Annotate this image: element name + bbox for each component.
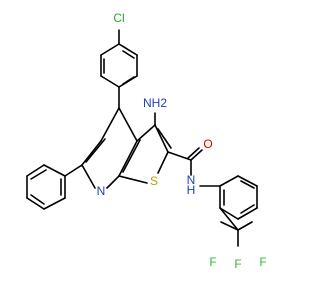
amide-n-label: N (187, 173, 196, 187)
double-bond-carbonyl (187, 147, 200, 159)
bond (118, 140, 138, 177)
bond (81, 164, 96, 189)
phenyl-ring (26, 164, 83, 210)
chlorophenyl-ring (100, 29, 138, 88)
double-bond (30, 194, 45, 205)
bond (219, 175, 239, 187)
bond (81, 140, 102, 166)
bond (219, 207, 239, 231)
nh2-label: NH2 (143, 96, 167, 110)
double-bond (240, 204, 255, 214)
bond-carbonyl (190, 149, 203, 161)
molecule-diagram: Cl NH2 O S N N H F F F (26, 11, 267, 271)
bond (100, 43, 120, 56)
double-bond (157, 128, 172, 149)
amide-h-label: H (187, 183, 196, 197)
cl-label: Cl (113, 11, 124, 25)
bond-n (106, 175, 120, 189)
bond (26, 197, 45, 210)
bond (157, 151, 169, 174)
bond (136, 124, 156, 142)
bond (154, 124, 169, 153)
bond (100, 75, 120, 88)
bond-s (118, 175, 148, 184)
bond (64, 164, 83, 177)
bond (167, 151, 192, 161)
carboxamide-group (167, 147, 203, 176)
trifluoromethylphenyl-ring (199, 175, 258, 247)
fluorine-label-3: F (259, 255, 266, 269)
bond (43, 164, 66, 177)
double-bond (30, 169, 47, 180)
double-bond (122, 76, 135, 85)
pyridine-ring (81, 107, 141, 189)
bond (237, 221, 253, 231)
bond (219, 207, 239, 220)
fluorine-label-2: F (234, 257, 241, 271)
double-bond (122, 139, 141, 173)
bond (118, 107, 138, 142)
bond (26, 164, 45, 177)
double-bond (240, 180, 255, 189)
bond (43, 197, 66, 210)
double-bond (122, 50, 135, 59)
bond (118, 43, 138, 56)
bond (100, 107, 120, 142)
oxygen-label: O (203, 137, 212, 151)
bond (220, 221, 239, 231)
bond (237, 207, 258, 220)
thiophene-ring (118, 124, 172, 184)
pyridine-n-label: N (97, 184, 106, 198)
fluorine-label-1: F (209, 255, 216, 269)
double-bond (85, 138, 106, 163)
sulfur-label: S (150, 174, 158, 188)
bond (237, 175, 258, 187)
structure-canvas: Cl NH2 O S N N H F F F (26, 11, 267, 272)
